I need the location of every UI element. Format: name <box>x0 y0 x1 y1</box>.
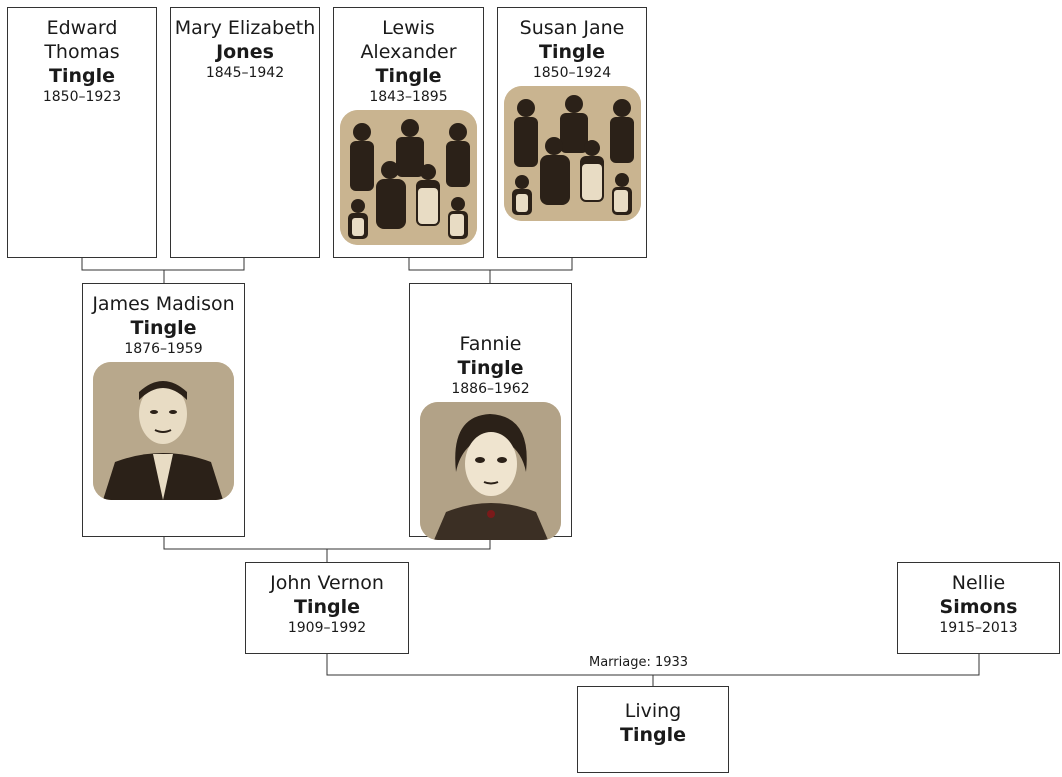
given-name: Mary Elizabeth <box>174 17 316 39</box>
life-years: 1915–2013 <box>939 620 1018 636</box>
family-group-photo[interactable] <box>340 110 477 245</box>
surname: Tingle <box>130 317 197 339</box>
person-living-tingle[interactable]: Living Tingle <box>577 686 729 773</box>
person-john-vernon-tingle[interactable]: John Vernon Tingle 1909–1992 <box>245 562 409 654</box>
surname: Tingle <box>457 357 524 379</box>
person-mary-elizabeth-jones[interactable]: Mary Elizabeth Jones 1845–1942 <box>170 7 320 258</box>
given-name: Susan Jane <box>519 17 625 39</box>
given-name: Edward Thomas <box>44 17 120 63</box>
surname: Simons <box>939 596 1018 618</box>
person-lewis-alexander-tingle[interactable]: Lewis Alexander Tingle 1843–1895 <box>333 7 484 258</box>
life-years: 1850–1923 <box>42 89 122 105</box>
marriage-label: Marriage: 1933 <box>587 655 691 671</box>
life-years: 1876–1959 <box>124 341 203 357</box>
woman-portrait-photo[interactable] <box>420 402 561 540</box>
couple-connector-edward-mary <box>81 258 245 271</box>
life-years: 1886–1962 <box>451 381 530 397</box>
couple-connector-lewis-susan <box>408 258 573 271</box>
life-years: 1909–1992 <box>287 620 367 636</box>
life-years: 1843–1895 <box>369 89 448 105</box>
given-name: John Vernon <box>270 572 384 594</box>
person-james-madison-tingle[interactable]: James Madison Tingle 1876–1959 <box>82 283 245 537</box>
surname: Tingle <box>539 41 605 63</box>
given-name: Lewis Alexander <box>360 17 457 63</box>
life-years: 1845–1942 <box>205 65 285 81</box>
given-name: Nellie <box>951 572 1006 594</box>
surname: Tingle <box>294 596 360 618</box>
person-nellie-simons[interactable]: Nellie Simons 1915–2013 <box>897 562 1060 654</box>
surname: Tingle <box>49 65 115 87</box>
given-name: Fannie <box>459 333 522 355</box>
life-years: 1850–1924 <box>532 65 612 81</box>
given-name: Living <box>624 700 682 722</box>
person-fannie-tingle[interactable]: Fannie Tingle 1886–1962 <box>409 283 572 540</box>
family-group-photo[interactable] <box>503 86 641 221</box>
surname: Tingle <box>375 65 442 87</box>
surname: Tingle <box>620 724 686 746</box>
surname: Jones <box>216 41 274 63</box>
person-edward-thomas-tingle[interactable]: Edward Thomas Tingle 1850–1923 <box>7 7 157 258</box>
person-susan-jane-tingle[interactable]: Susan Jane Tingle 1850–1924 <box>497 7 647 258</box>
man-portrait-photo[interactable] <box>93 362 234 500</box>
given-name: James Madison <box>92 293 235 315</box>
